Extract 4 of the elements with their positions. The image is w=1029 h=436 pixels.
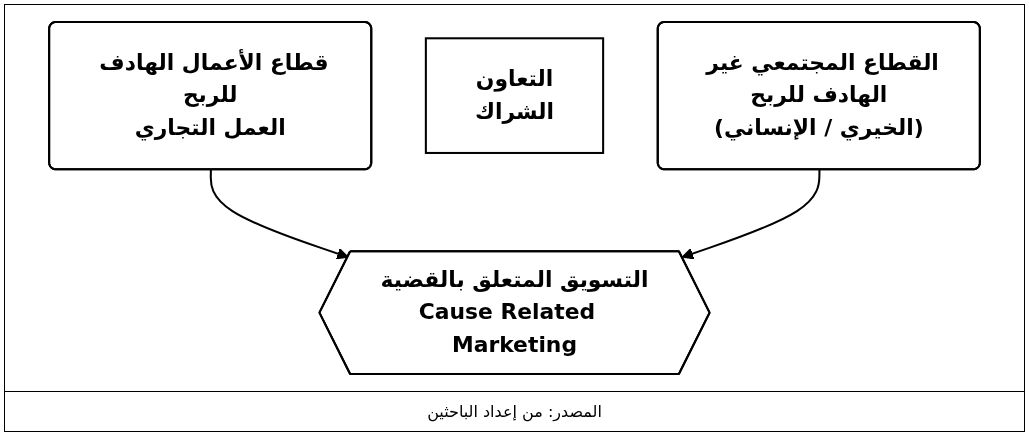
- arrow: [681, 170, 821, 260]
- node-box: [424, 37, 605, 154]
- caption: المصدر: من إعداد الباحثين: [427, 402, 602, 421]
- arrow: [209, 170, 349, 260]
